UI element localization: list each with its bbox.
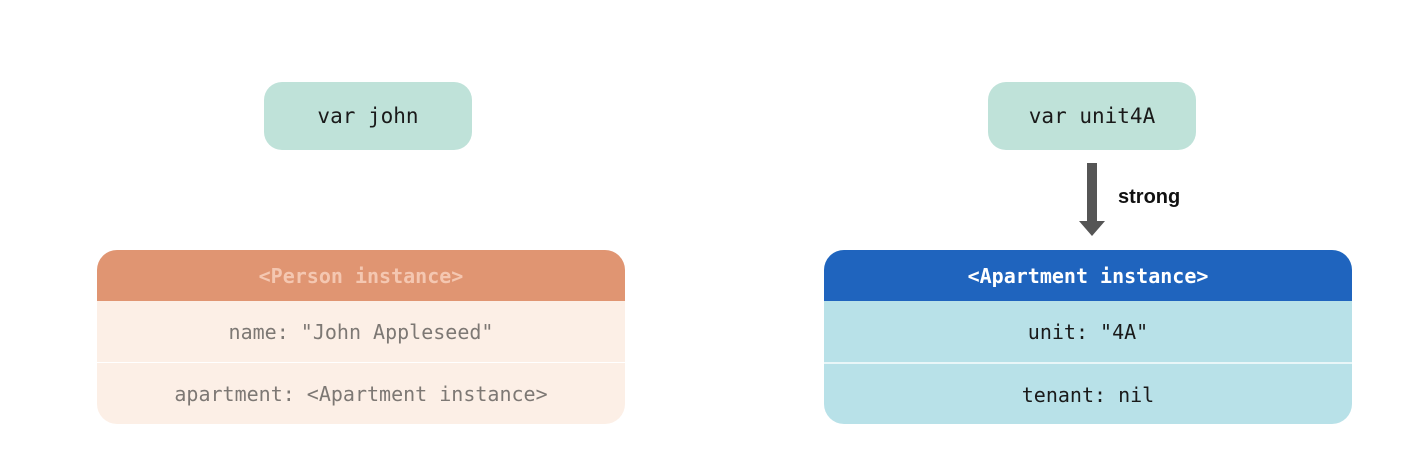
person-instance-header: <Person instance> [97, 250, 625, 301]
var-john-label: var john [317, 104, 419, 128]
apartment-instance-box: <Apartment instance> unit: "4A" tenant: … [824, 250, 1352, 424]
strong-reference-arrow [1079, 163, 1105, 236]
strong-reference-label: strong [1118, 186, 1181, 208]
var-john-box: var john [264, 82, 472, 150]
person-name-property: name: "John Appleseed" [228, 319, 494, 344]
arrow-shaft [1087, 163, 1097, 223]
apartment-tenant-property: tenant: nil [824, 362, 1352, 424]
var-unit4a-label: var unit4A [1028, 104, 1156, 128]
person-instance-box: <Person instance> name: "John Appleseed"… [97, 250, 625, 424]
apartment-instance-header: <Apartment instance> [824, 250, 1352, 301]
apartment-unit-property: unit: "4A" [1027, 319, 1149, 344]
arrow-head [1079, 221, 1105, 236]
person-apartment-property: apartment: <Apartment instance> [97, 362, 625, 424]
var-unit4a-box: var unit4A [988, 82, 1196, 150]
